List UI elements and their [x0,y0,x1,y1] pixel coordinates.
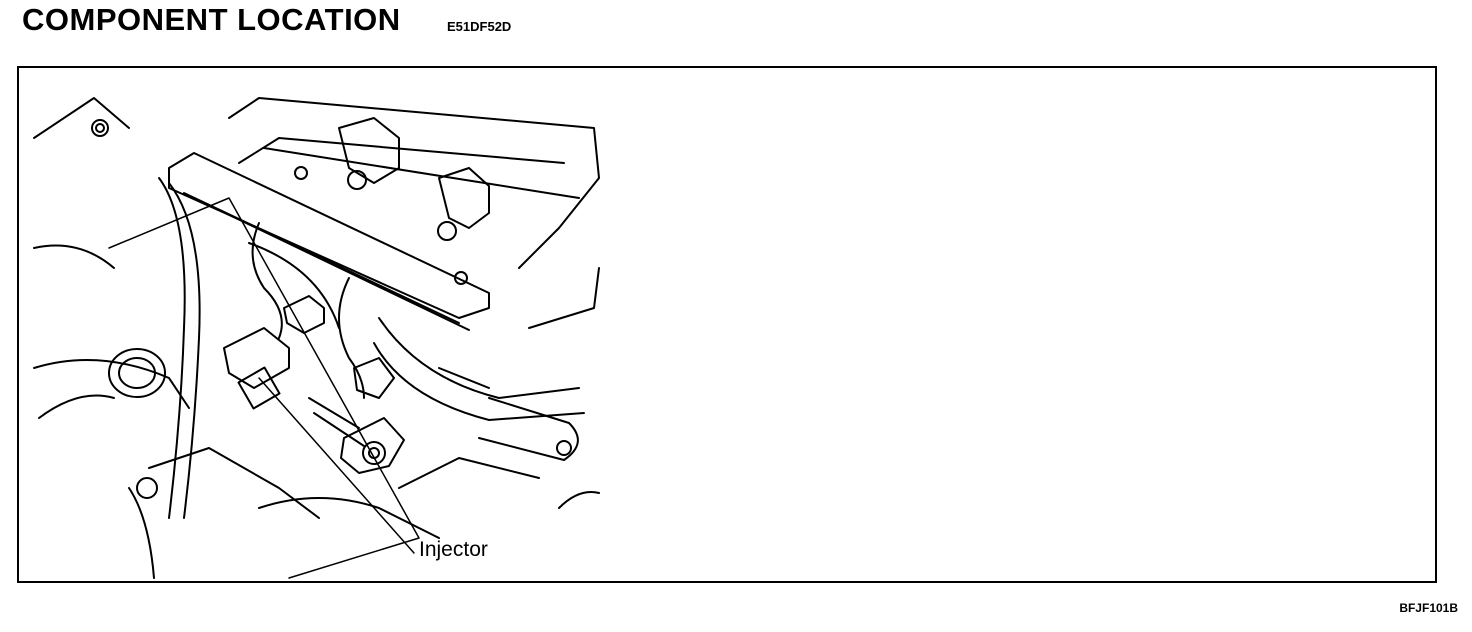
intake-port [108,348,166,398]
engine-drawing [33,97,600,579]
callout-label-injector: Injector [419,538,488,561]
fuel-rail [168,152,490,319]
ignition-coil-1 [338,117,400,184]
callout-box [108,197,420,579]
figure-reference: BFJF101B [1399,601,1458,615]
injector-1 [223,327,290,389]
injector-2 [283,295,325,334]
injector-3 [340,417,405,474]
callout-leader [258,377,415,554]
figure-frame: Injector [17,66,1437,583]
page-title: COMPONENT LOCATION [22,2,401,37]
ignition-coil-2 [438,167,490,229]
section-code: E51DF52D [447,19,512,34]
